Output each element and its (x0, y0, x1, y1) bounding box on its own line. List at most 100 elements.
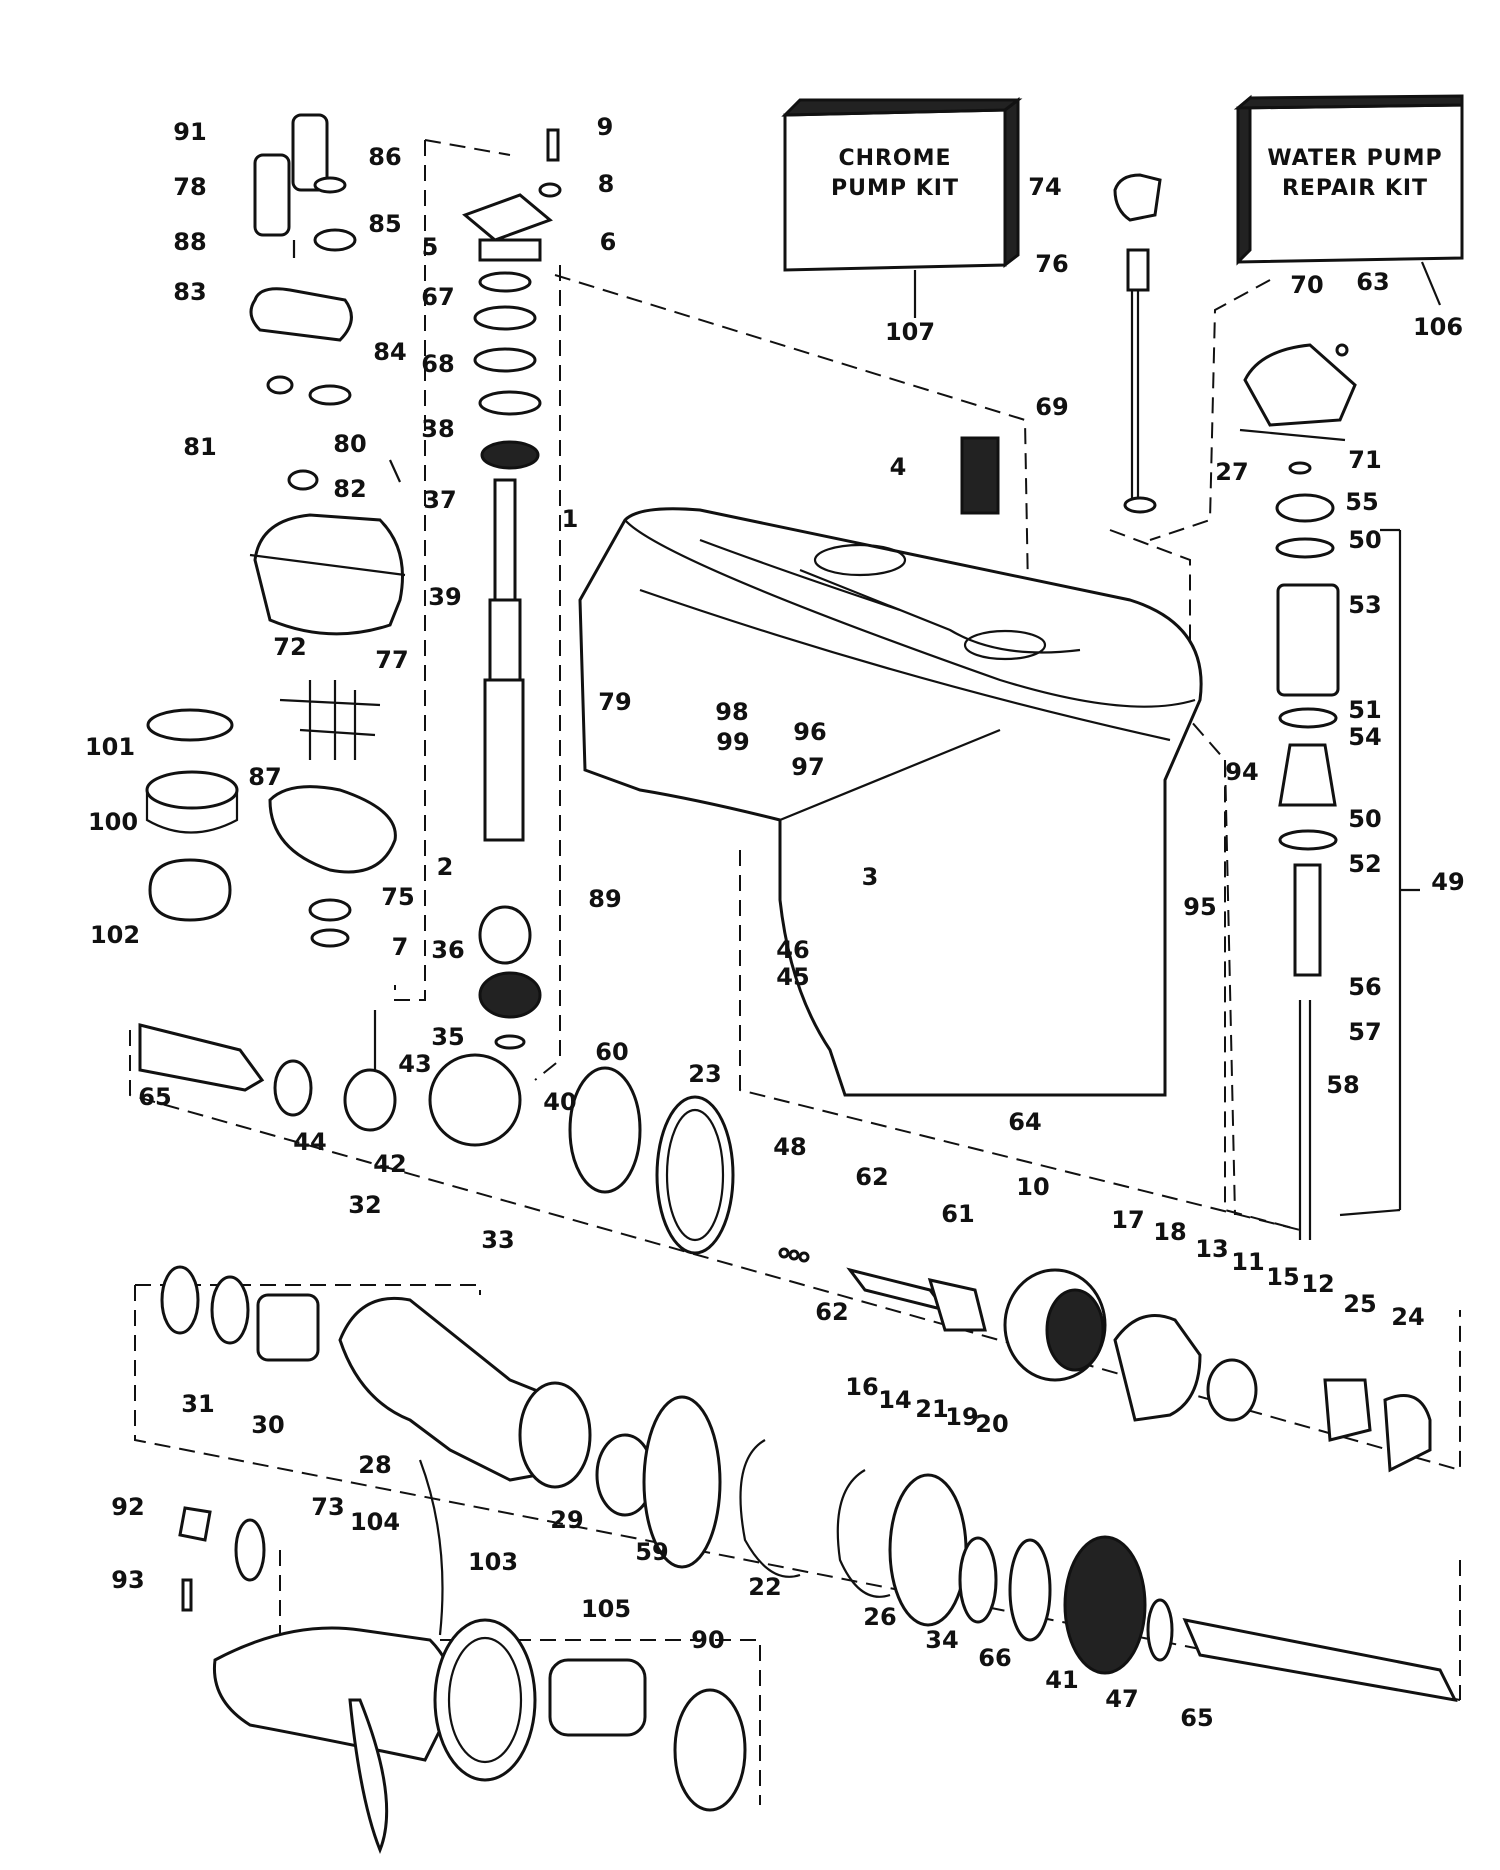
part-number-label: 13 (1195, 1235, 1228, 1263)
part-number-label: 21 (915, 1395, 948, 1423)
part-number-label: 3 (862, 863, 879, 891)
part-number-label: 66 (978, 1644, 1011, 1672)
part-number-label: 100 (88, 808, 138, 836)
part-number-label: 78 (173, 173, 206, 201)
part-number-label: 82 (333, 475, 366, 503)
part-number-label: 73 (311, 1493, 344, 1521)
part-number-label: 30 (251, 1411, 284, 1439)
part-number-label: 24 (1391, 1303, 1424, 1331)
part-number-label: 64 (1008, 1108, 1041, 1136)
part-number-label: 28 (358, 1451, 391, 1479)
part-number-label: 101 (85, 733, 135, 761)
part-number-label: 6 (600, 228, 617, 256)
part-number-label: 29 (550, 1506, 583, 1534)
propeller-parts (178, 1459, 747, 1855)
part-number-label: 2 (437, 853, 454, 881)
part-number-label: 14 (878, 1386, 911, 1414)
part-number-label: 67 (421, 283, 454, 311)
part-number-label: 35 (431, 1023, 464, 1051)
part-number-label: 53 (1348, 591, 1381, 619)
chrome-kit-line-1: CHROME (838, 146, 951, 171)
part-number-label: 37 (423, 486, 456, 514)
part-number-label: 62 (815, 1298, 848, 1326)
part-number-label: 16 (845, 1373, 878, 1401)
part-number-label: 85 (368, 210, 401, 238)
part-number-label: 1 (562, 505, 579, 533)
part-number-label: 31 (181, 1390, 214, 1418)
water-kit-number: 106 (1413, 313, 1463, 341)
part-number-label: 103 (468, 1548, 518, 1576)
shift-rod-parts (960, 173, 1420, 1240)
part-number-label: 65 (1180, 1704, 1213, 1732)
part-number-label: 97 (791, 753, 824, 781)
part-number-label: 57 (1348, 1018, 1381, 1046)
part-number-label: 75 (381, 883, 414, 911)
part-number-label: 87 (248, 763, 281, 791)
part-number-label: 46 (776, 936, 809, 964)
part-number-label: 10 (1016, 1173, 1049, 1201)
part-number-label: 50 (1348, 526, 1381, 554)
part-number-label: 63 (1356, 268, 1389, 296)
water-pump-repair-kit-box: WATER PUMP REPAIR KIT 106 (1233, 94, 1464, 341)
part-number-label: 23 (688, 1060, 721, 1088)
part-number-label: 55 (1345, 488, 1378, 516)
part-number-label: 8 (598, 170, 615, 198)
part-number-label: 59 (635, 1538, 668, 1566)
bearing-carrier-parts (160, 1265, 1458, 1702)
chrome-kit-number: 107 (885, 318, 935, 346)
part-number-label: 62 (855, 1163, 888, 1191)
part-number-label: 22 (748, 1573, 781, 1601)
part-number-label: 69 (1035, 393, 1068, 421)
part-number-label: 84 (373, 338, 406, 366)
part-number-label: 42 (373, 1150, 406, 1178)
part-number-label: 27 (1215, 458, 1248, 486)
part-number-label: 95 (1183, 893, 1216, 921)
part-number-label: 65 (138, 1083, 171, 1111)
part-number-label: 76 (1035, 250, 1068, 278)
part-number-label: 58 (1326, 1071, 1359, 1099)
part-number-label: 105 (581, 1595, 631, 1623)
part-number-label: 15 (1266, 1263, 1299, 1291)
water-kit-line-1: WATER PUMP (1267, 146, 1442, 171)
part-number-label: 79 (598, 688, 631, 716)
part-number-label: 33 (481, 1226, 514, 1254)
water-kit-line-2: REPAIR KIT (1282, 176, 1428, 201)
drive-shaft-stack (462, 128, 562, 1050)
part-number-label: 74 (1028, 173, 1061, 201)
part-number-label: 52 (1348, 850, 1381, 878)
part-number-label: 34 (925, 1626, 958, 1654)
part-number-label: 91 (173, 118, 206, 146)
part-number-label: 43 (398, 1050, 431, 1078)
part-number-label: 56 (1348, 973, 1381, 1001)
part-number-label: 39 (428, 583, 461, 611)
part-number-label: 51 (1348, 696, 1381, 724)
part-number-label: 44 (293, 1128, 326, 1156)
part-number-label: 98 (715, 698, 748, 726)
water-pump-parts (145, 113, 406, 948)
part-number-label: 70 (1290, 271, 1323, 299)
part-number-label: 36 (431, 936, 464, 964)
part-number-label: 99 (716, 728, 749, 756)
part-number-label: 54 (1348, 723, 1381, 751)
part-number-label: 38 (421, 415, 454, 443)
part-number-label: 81 (183, 433, 216, 461)
part-number-label: 71 (1348, 446, 1381, 474)
part-number-label: 68 (421, 350, 454, 378)
part-number-label: 26 (863, 1603, 896, 1631)
part-number-labels: 9178888381868584808277721011008710275798… (85, 113, 1465, 1732)
part-number-label: 45 (776, 963, 809, 991)
part-number-label: 60 (595, 1038, 628, 1066)
part-number-label: 7 (392, 933, 409, 961)
part-number-label: 49 (1431, 868, 1464, 896)
part-number-label: 4 (890, 453, 907, 481)
part-number-label: 86 (368, 143, 401, 171)
part-number-label: 90 (691, 1626, 724, 1654)
part-number-label: 72 (273, 633, 306, 661)
part-number-label: 19 (945, 1403, 978, 1431)
part-number-label: 89 (588, 885, 621, 913)
part-number-label: 17 (1111, 1206, 1144, 1234)
part-number-label: 25 (1343, 1290, 1376, 1318)
part-number-label: 47 (1105, 1685, 1138, 1713)
part-number-label: 11 (1231, 1248, 1264, 1276)
